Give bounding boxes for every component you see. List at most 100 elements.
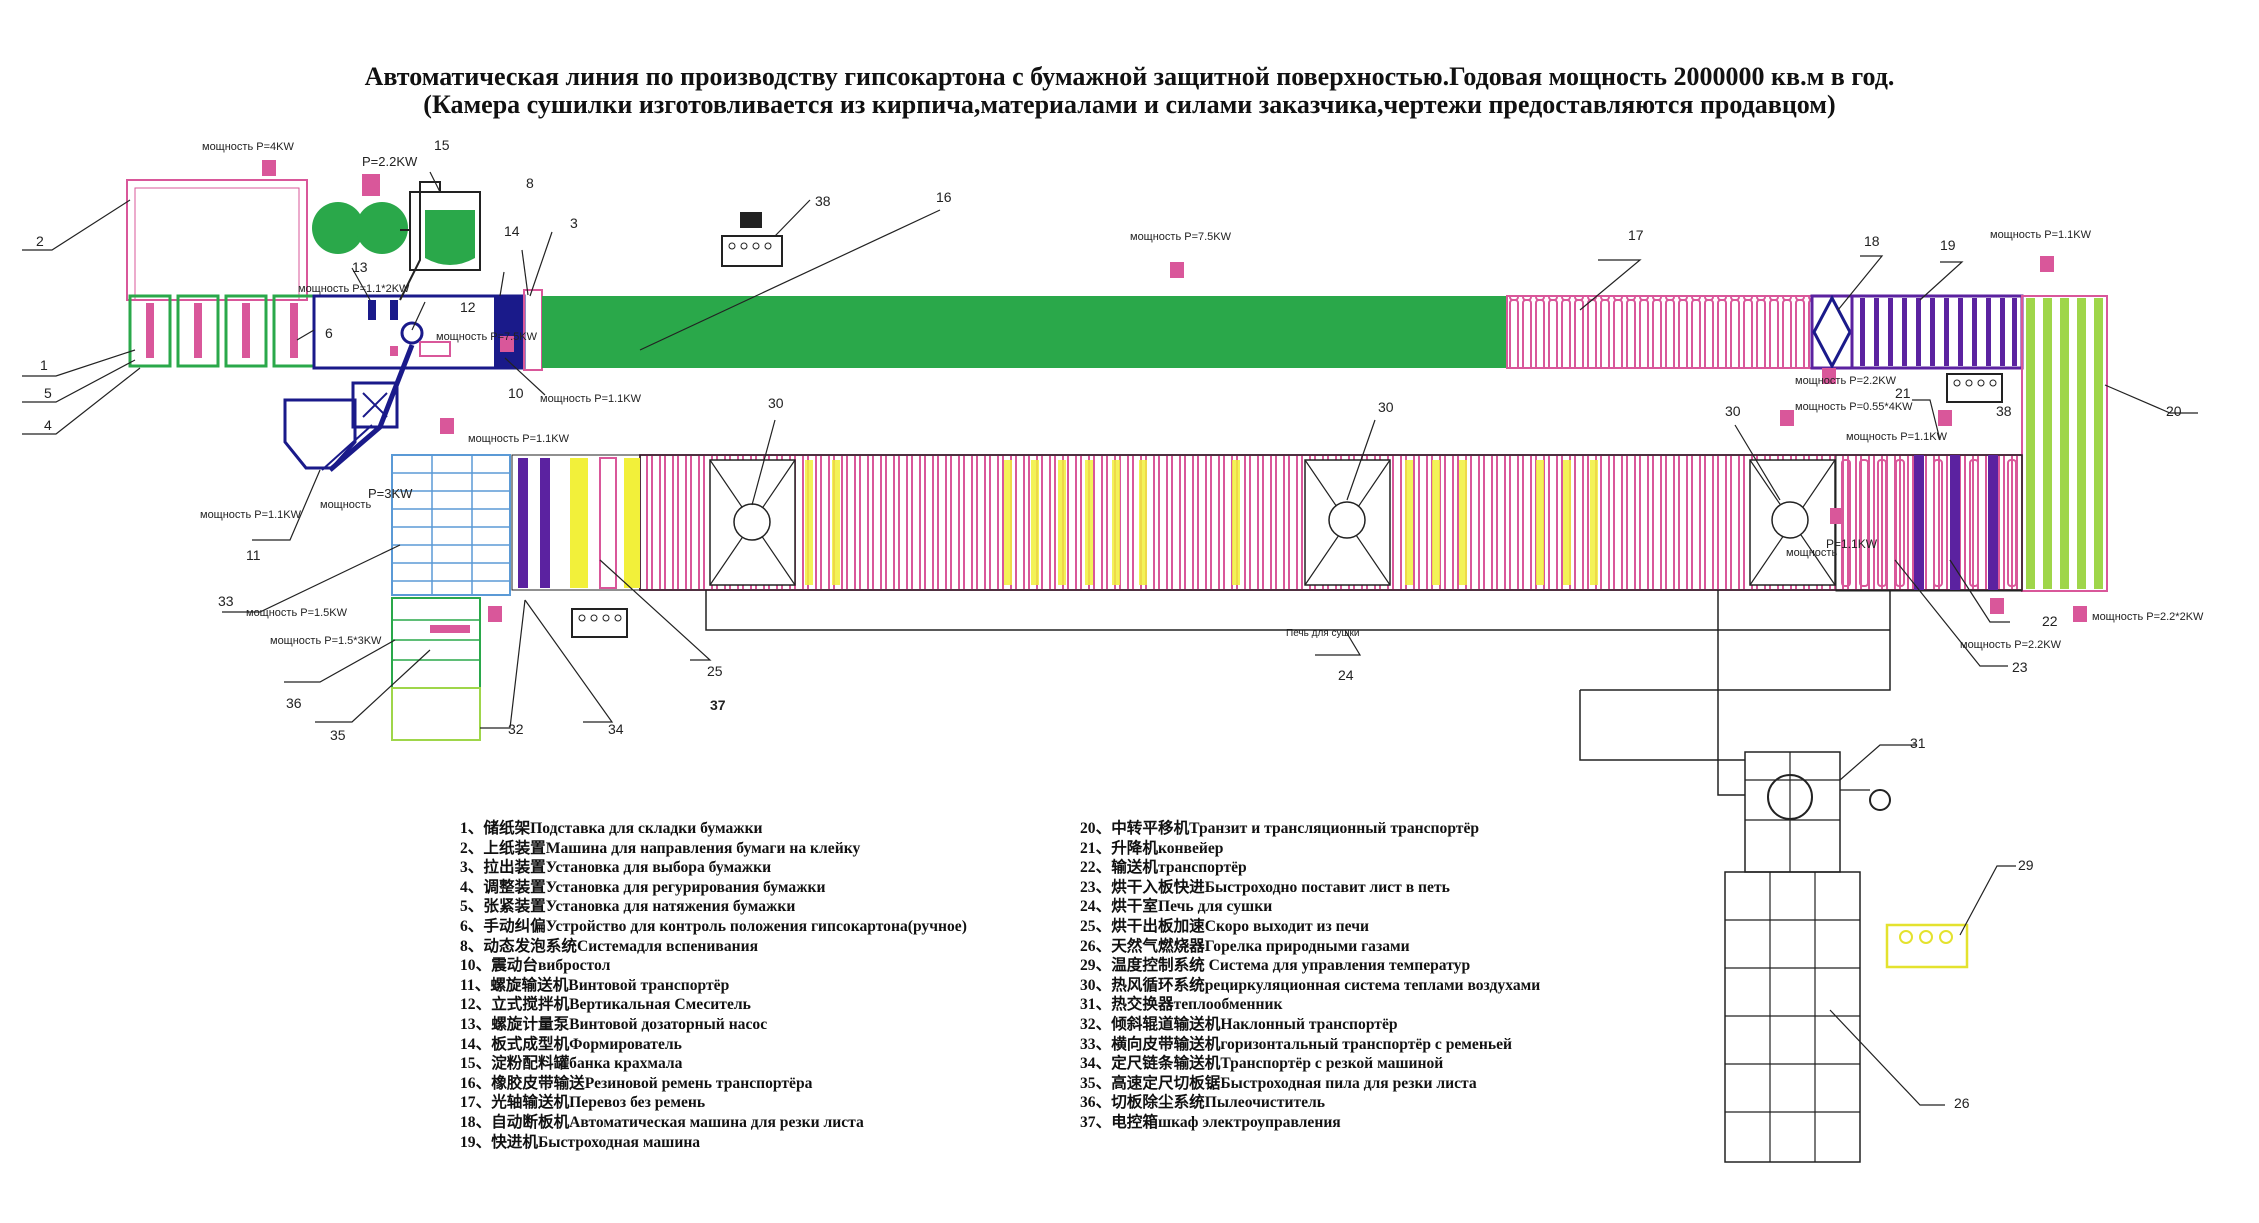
legend-item: 16、橡胶皮带输送Резиновой ремень транспортёра [460, 1074, 813, 1092]
num-31: 31 [1910, 735, 1926, 751]
foaming-system [400, 191, 481, 271]
legend-item: 14、板式成型机Формирователь [460, 1035, 682, 1053]
power-mosh2: мощность [1786, 547, 1837, 559]
legend-item: 30、热风循环系统рециркуляционная система теплам… [1080, 976, 1541, 994]
legend-item: 37、电控箱шкаф электроуправления [1080, 1113, 1341, 1131]
num-38b: 38 [1996, 403, 2012, 419]
legend-item: 21、升降机конвейер [1080, 839, 1224, 857]
num-35: 35 [330, 727, 346, 743]
num-33: 33 [218, 593, 234, 609]
num-29: 29 [2018, 857, 2034, 873]
power-p22: P=2.2KW [362, 154, 418, 169]
num-32: 32 [508, 721, 524, 737]
num-20: 20 [2166, 403, 2182, 419]
power-p75a: мощность P=7.5KW [1130, 231, 1232, 243]
electrical-cabinet [571, 608, 628, 638]
power-p11c: мощность P=1.1KW [200, 509, 302, 521]
gas-burner [1724, 871, 1861, 1163]
num-36: 36 [286, 695, 302, 711]
power-p15x3: мощность P=1.5*3KW [270, 635, 382, 647]
legend-item: 24、烘干室Печь для сушки [1080, 898, 1273, 916]
num-15: 15 [434, 137, 450, 153]
num-4: 4 [44, 417, 52, 433]
num-34: 34 [608, 721, 624, 737]
power-p11d: мощность P=1.1KW [1990, 229, 2092, 241]
legend-item: 17、光轴输送机Перевоз без ремень [460, 1094, 706, 1112]
num-30a: 30 [768, 395, 784, 411]
power-p75b: мощность P=7.5KW [436, 331, 538, 343]
temperature-control-panel [1885, 923, 1969, 969]
power-p11f: P=1.1KW [1826, 537, 1878, 551]
legend-item: 3、拉出装置Установка для выбора бумажки [460, 859, 772, 877]
diagram-title-line1: Автоматическая линия по производству гип… [364, 62, 1895, 91]
control-panel-38b [1946, 373, 2003, 403]
shaft-conveyor [1506, 295, 1813, 369]
power-p3: P=3KW [368, 486, 413, 501]
legend-item: 35、高速定尺切板锯Быстроходная пила для резки ли… [1080, 1074, 1477, 1092]
power-p22c: мощность P=2.2KW [1960, 639, 2062, 651]
power-p11x2: мощность P=1.1*2KW [298, 283, 410, 295]
num-19: 19 [1940, 237, 1956, 253]
automatic-cutter [1810, 294, 1854, 370]
num-8: 8 [526, 175, 534, 191]
sizing-chain-conveyor [391, 687, 481, 741]
forming-machine [312, 289, 543, 371]
legend-item: 19、快进机Быстроходная машина [460, 1133, 701, 1151]
num-5: 5 [44, 385, 52, 401]
starch-tanks [312, 174, 408, 254]
legend-item: 26、天然气燃烧器Горелка природными газами [1080, 937, 1410, 955]
num-22: 22 [2042, 613, 2058, 629]
num-16: 16 [936, 189, 952, 205]
num-12: 12 [460, 299, 476, 315]
legend-item: 5、张紧装置Установка для натяжения бумажки [460, 898, 796, 916]
horizontal-belt-conveyor [391, 454, 511, 596]
num-18: 18 [1864, 233, 1880, 249]
legend-item: 25、烘干出板加速Скоро выходит из печи [1080, 917, 1369, 935]
fast-conveyor [1850, 294, 2024, 370]
power-p055: мощность P=0.55*4KW [1795, 401, 1913, 413]
legend-item: 18、自动断板机Автоматическая машина для резки … [460, 1113, 864, 1131]
power-p22x2: мощность P=2.2*2KW [2092, 611, 2204, 623]
legend-item: 23、烘干入板快进Быстроходно поставит лист в пет… [1080, 878, 1450, 896]
vertical-mixer [390, 321, 451, 357]
legend-item: 31、热交换器теплообменник [1080, 996, 1283, 1014]
component-numbers: 1 2 3 4 5 6 8 10 11 12 13 14 15 16 17 18… [36, 137, 2182, 1111]
power-p22b: мощность P=2.2KW [1795, 375, 1897, 387]
power-labels: мощность P=4KW P=2.2KW мощность P=1.1*2K… [200, 141, 2204, 651]
legend-item: 36、切板除尘系统Пылеочиститель [1080, 1094, 1326, 1112]
power-p11a: мощность P=1.1KW [540, 393, 642, 405]
num-6: 6 [325, 325, 333, 341]
num-23: 23 [2012, 659, 2028, 675]
transfer-conveyor [2021, 295, 2108, 592]
legend-item: 15、淀粉配料罐банка крахмала [460, 1055, 683, 1073]
legend-item: 4、调整装置Установка для регурирования бумажк… [460, 878, 826, 896]
power-p4: мощность P=4KW [202, 141, 294, 153]
legend-item: 13、螺旋计量泵Винтовой дозаторный насос [460, 1015, 768, 1033]
power-mosh1: мощность [320, 499, 371, 511]
paper-feed-frame [126, 179, 308, 301]
screw-conveyor [283, 344, 415, 472]
power-p11e: мощность P=1.1KW [1846, 431, 1948, 443]
legend-item: 11、螺旋输送机Винтовой транспортёр [460, 976, 730, 994]
num-14: 14 [504, 223, 520, 239]
legend-item: 34、定尺链条输送机Транспортёр с резкой машиной [1080, 1055, 1444, 1073]
legend-item: 33、横向皮带输送机горизонтальный транспортёр с р… [1080, 1035, 1512, 1053]
motor-icons [262, 160, 2087, 622]
num-30c: 30 [1725, 403, 1741, 419]
legend-item: 22、输送机транспортёр [1080, 859, 1247, 877]
num-21: 21 [1895, 385, 1911, 401]
num-10: 10 [508, 385, 524, 401]
legend-right: 20、中转平移机Транзит и трансляционный транспо… [1080, 819, 1540, 1133]
power-p11b: мощность P=1.1KW [468, 433, 570, 445]
legend-item: 29、温度控制系统 Система для управления темпера… [1080, 957, 1471, 975]
num-1: 1 [40, 357, 48, 373]
legend-item: 12、立式搅拌机Вертикальная Смеситель [460, 996, 751, 1014]
num-37: 37 [710, 697, 726, 713]
power-p15: мощность P=1.5KW [246, 607, 348, 619]
legend-item: 6、手动纠偏Устройство для контроль положения … [460, 917, 967, 935]
legend-item: 2、上纸装置Машина для направления бумаги на к… [460, 839, 861, 857]
num-17: 17 [1628, 227, 1644, 243]
num-2: 2 [36, 233, 44, 249]
